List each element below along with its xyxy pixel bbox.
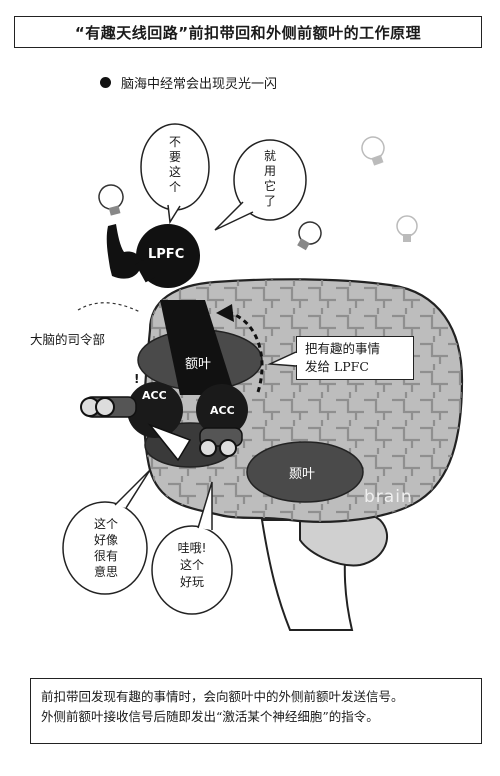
exclaim-mark: ! [134, 372, 140, 386]
callout-box: 把有趣的事情 发给 LPFC [296, 336, 414, 380]
bubble-interesting-text: 这个 好像 很有 意思 [93, 517, 118, 579]
bubble-interesting [62, 469, 151, 595]
brain-word: brain [364, 487, 413, 507]
signal-arrow [227, 310, 264, 393]
bubble-use-it [214, 139, 307, 231]
light-bulb-icon [297, 221, 322, 251]
subtitle: 脑海中经常会出现灵光一闪 [100, 73, 277, 92]
lpfc-label: LPFC [148, 247, 185, 262]
bubble-use-it-text: 就 用 它 了 [263, 149, 276, 208]
light-bulb-icon [361, 136, 385, 166]
commander-pointer [77, 302, 141, 313]
caption-box: 前扣带回发现有趣的事情时，会向额叶中的外侧前额叶发送信号。 外侧前额叶接收信号后… [30, 678, 482, 744]
title-box: “有趣天线回路”前扣带回和外侧前额叶的工作原理 [14, 16, 482, 48]
callout-line-1: 把有趣的事情 [305, 341, 381, 356]
lpfc-character [106, 224, 235, 395]
bubble-dont-want-text: 不 要 这 个 [168, 135, 181, 194]
light-bulb-icon [98, 184, 124, 216]
commander-label: 大脑的司令部 [30, 332, 106, 347]
acc-right-label: ACC [210, 404, 235, 417]
bubble-wow-text: 哇哦! 这个 好玩 [177, 541, 207, 589]
acc-right-character [196, 384, 248, 457]
acc-left-label: ACC [142, 389, 167, 402]
temporal-lobe [246, 441, 364, 503]
acc-left-character [80, 382, 192, 462]
light-bulb-icon [396, 215, 418, 242]
page-title: “有趣天线回路”前扣带回和外侧前额叶的工作原理 [74, 23, 422, 42]
caption-line-2: 外侧前额叶接收信号后随即发出“激活某个神经细胞”的指令。 [41, 709, 379, 724]
caption-line-1: 前扣带回发现有趣的事情时，会向额叶中的外侧前额叶发送信号。 [41, 689, 404, 704]
bubble-dont-want [140, 123, 210, 225]
temporal-lobe-label: 颞叶 [289, 467, 316, 482]
bubble-wow [151, 481, 233, 615]
subtitle-text: 脑海中经常会出现灵光一闪 [121, 77, 278, 92]
frontal-lobe-label: 额叶 [185, 357, 212, 372]
callout-line-2: 发给 LPFC [305, 359, 369, 374]
bullet-dot-icon [100, 77, 111, 88]
